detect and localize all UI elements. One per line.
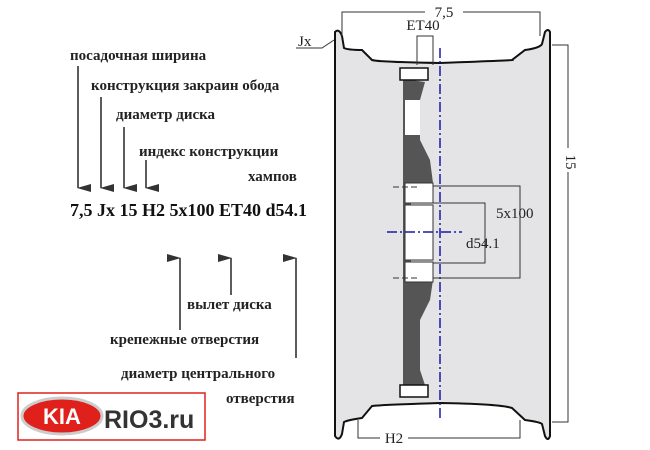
dim-center-bore: d54.1: [466, 236, 500, 252]
label-diameter: диаметр диска: [116, 107, 216, 123]
label-width: посадочная ширина: [70, 48, 207, 64]
label-hump-1: индекс конструкции: [139, 144, 279, 160]
wheel-section: [334, 29, 551, 440]
dim-bolt-pattern: 5x100: [496, 206, 534, 222]
up-arrows: [167, 254, 297, 358]
wheel-code: 7,5 Jx 15 H2 5x100 ET40 d54.1: [70, 200, 307, 220]
label-bore-2: отверстия: [226, 391, 295, 407]
kia-rio3-logo: KIA RIO3.ru: [17, 392, 206, 441]
logo-site: RIO3.ru: [104, 406, 194, 434]
label-flange: конструкция закраин обода: [91, 78, 280, 94]
label-offset: вылет диска: [187, 297, 272, 313]
dim-width: 7,5: [435, 5, 454, 21]
label-hump-2: хампов: [248, 169, 297, 185]
down-arrows: [77, 66, 159, 192]
logo-kia: KIA: [43, 404, 81, 429]
dim-hump: H2: [385, 431, 403, 447]
dim-offset: ET40: [406, 18, 439, 34]
bolt-top: [399, 67, 429, 81]
dim-diameter: 15: [562, 155, 578, 170]
bolt-bottom: [399, 384, 429, 398]
label-bolts: крепежные отверстия: [110, 332, 259, 348]
dim-flange: Jx: [298, 34, 312, 50]
label-bore-1: диаметр центрального: [121, 366, 275, 382]
